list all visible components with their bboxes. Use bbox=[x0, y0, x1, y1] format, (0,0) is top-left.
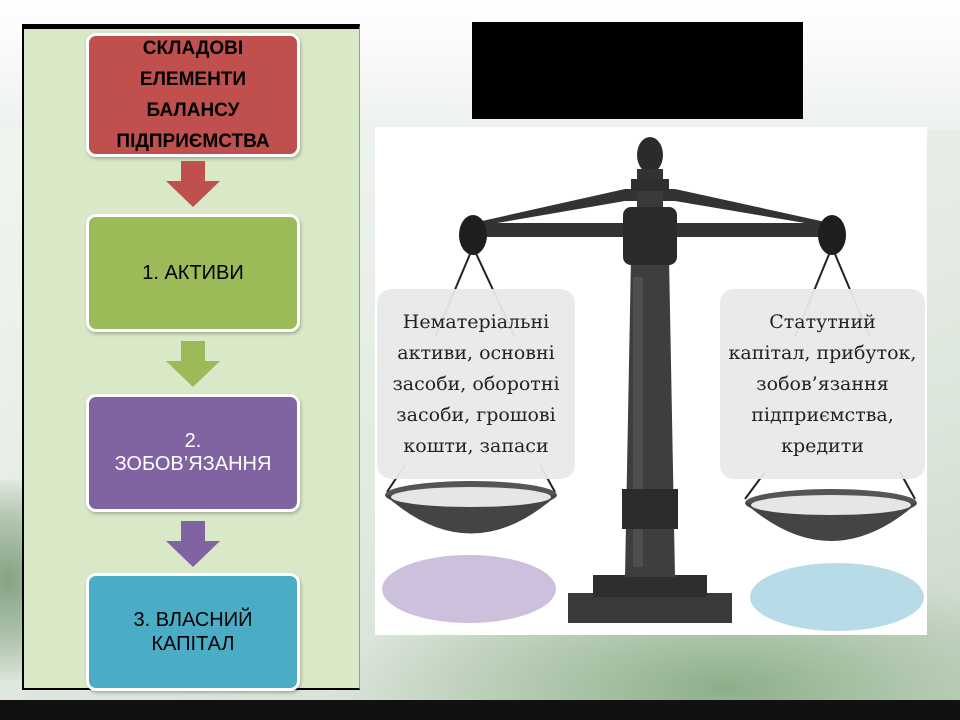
down-arrow-icon bbox=[166, 341, 220, 387]
assets-label-text: Нематеріальні активи, основні засоби, об… bbox=[392, 310, 560, 457]
balance-scale-illustration: Нематеріальні активи, основні засоби, об… bbox=[375, 127, 927, 635]
title-redaction-block bbox=[472, 22, 803, 119]
bottom-bar bbox=[0, 700, 960, 720]
down-arrow-icon bbox=[166, 161, 220, 207]
left-pan-oval bbox=[382, 555, 556, 623]
right-pan-oval bbox=[750, 563, 924, 631]
flow-step-equity: 3. ВЛАСНИЙ КАПІТАЛ bbox=[86, 573, 300, 691]
scale-icon bbox=[385, 137, 917, 623]
flowchart-panel: СКЛАДОВІ ЕЛЕМЕНТИ БАЛАНСУ ПІДПРИЄМСТВА 1… bbox=[22, 24, 360, 691]
flow-step-balance-components: СКЛАДОВІ ЕЛЕМЕНТИ БАЛАНСУ ПІДПРИЄМСТВА bbox=[86, 33, 300, 157]
liabilities-equity-label: Статутний капітал, прибуток, зобов’язанн… bbox=[720, 289, 925, 479]
flow-step-label: 1. АКТИВИ bbox=[142, 261, 244, 284]
liabilities-equity-label-text: Статутний капітал, прибуток, зобов’язанн… bbox=[728, 310, 917, 457]
down-arrow-icon bbox=[166, 521, 220, 567]
assets-label: Нематеріальні активи, основні засоби, об… bbox=[377, 289, 575, 479]
flow-step-label: 2. ЗОБОВ’ЯЗАННЯ bbox=[114, 430, 272, 475]
flow-step-liabilities: 2. ЗОБОВ’ЯЗАННЯ bbox=[86, 394, 300, 512]
flow-step-label: СКЛАДОВІ ЕЛЕМЕНТИ БАЛАНСУ ПІДПРИЄМСТВА bbox=[116, 38, 270, 152]
flow-step-label: 3. ВЛАСНИЙ КАПІТАЛ bbox=[133, 609, 253, 655]
flow-step-assets: 1. АКТИВИ bbox=[86, 214, 300, 332]
